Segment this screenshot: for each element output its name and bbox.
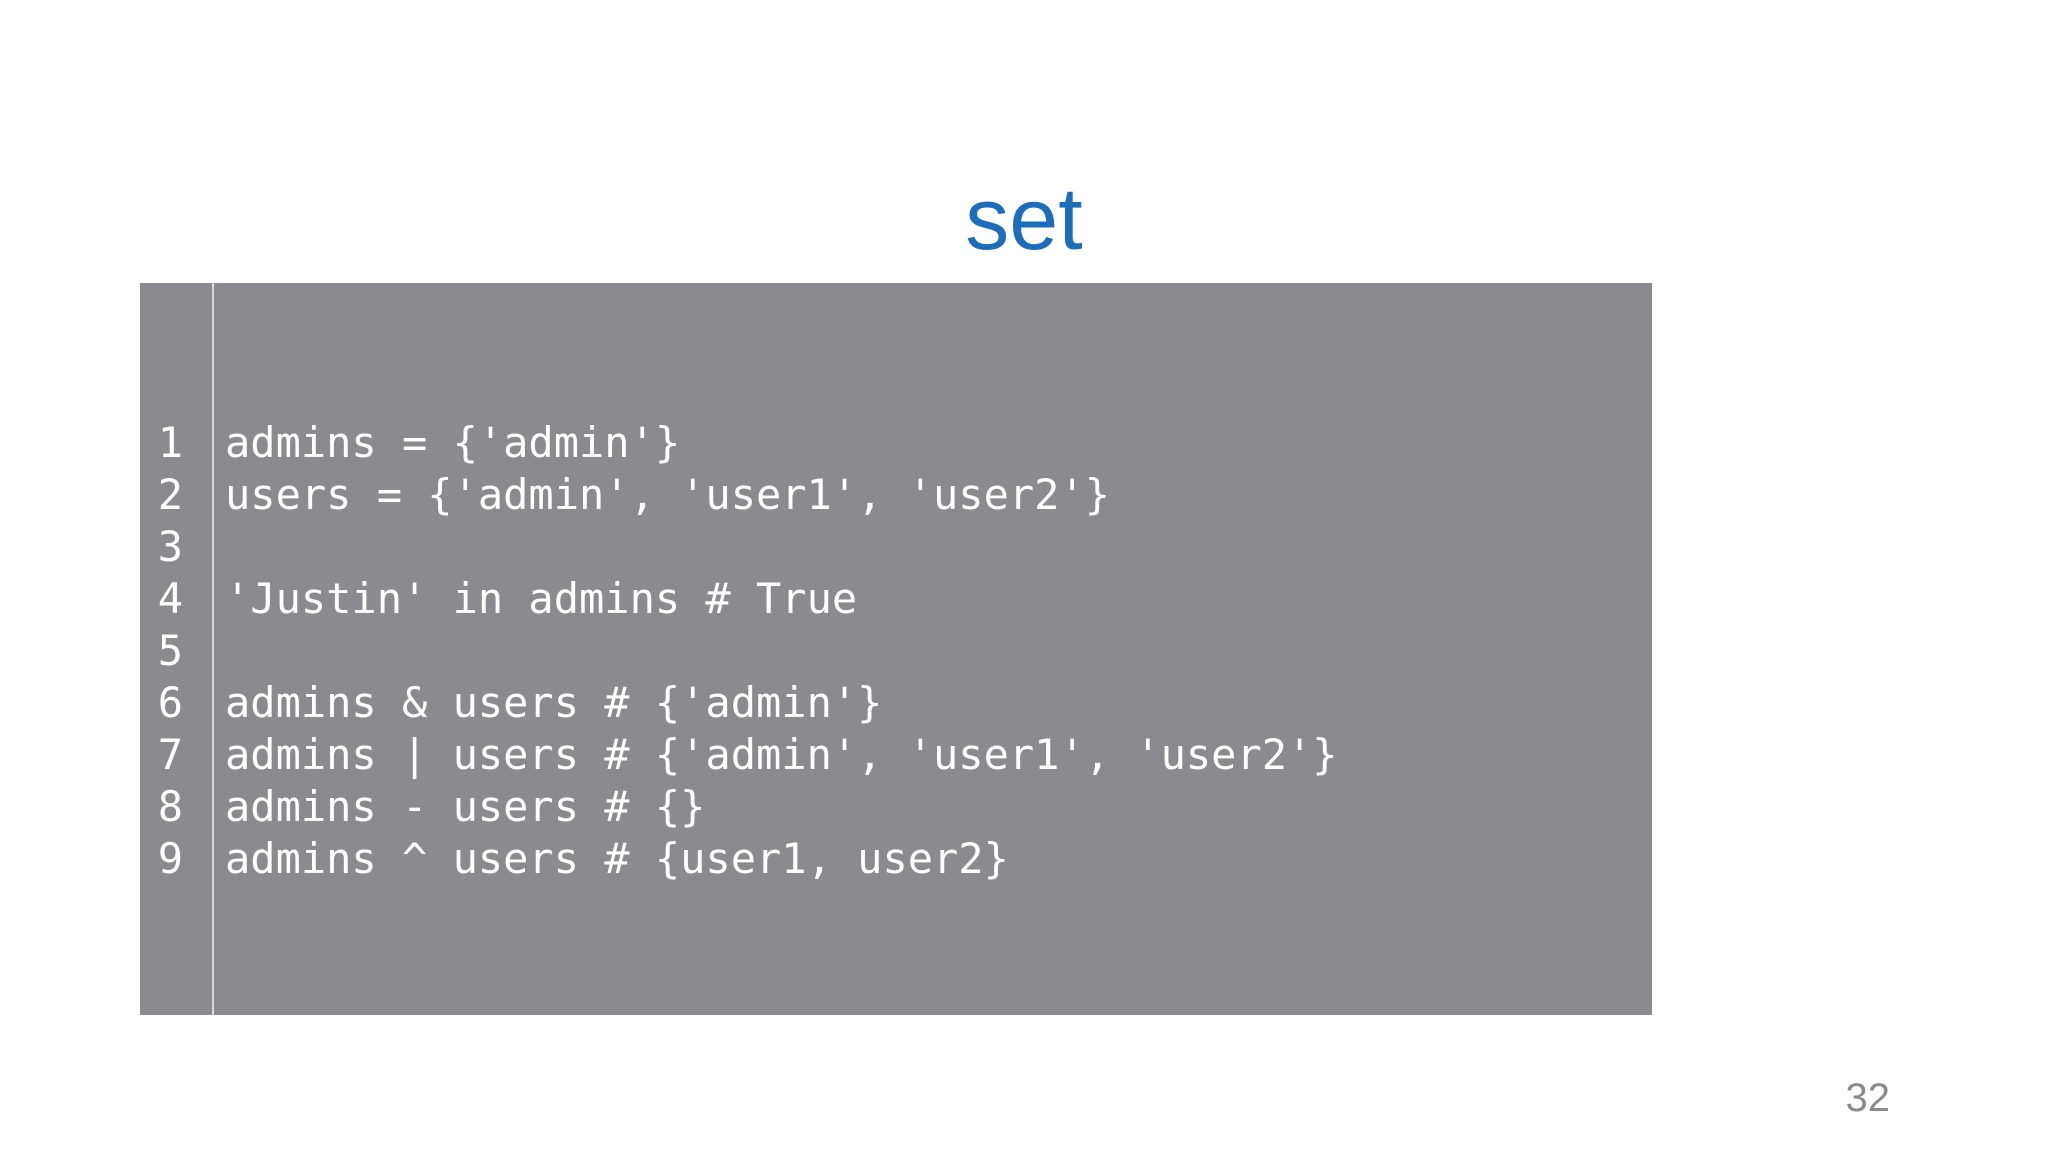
line-number: 2 [157, 470, 183, 519]
code-text: users = {'admin', 'user1', 'user2'} [225, 470, 1111, 519]
code-text: admins = {'admin'} [225, 418, 681, 467]
line-number: 7 [157, 730, 183, 779]
code-lines: 1 admins = {'admin'} 2 users = {'admin',… [140, 417, 1652, 885]
line-number: 8 [157, 782, 183, 831]
code-line: 2 users = {'admin', 'user1', 'user2'} [140, 469, 1652, 521]
line-number: 5 [157, 626, 183, 675]
gutter-separator [212, 283, 214, 1015]
code-block: 1 admins = {'admin'} 2 users = {'admin',… [140, 283, 1652, 1015]
code-text: 'Justin' in admins # True [225, 574, 858, 623]
code-text: admins & users # {'admin'} [225, 678, 883, 727]
code-line: 6 admins & users # {'admin'} [140, 677, 1652, 729]
line-number: 6 [157, 678, 183, 727]
page-number: 32 [1845, 1076, 1891, 1120]
code-line: 9 admins ^ users # {user1, user2} [140, 833, 1652, 885]
code-line: 5 [140, 625, 1652, 677]
line-number: 1 [157, 418, 183, 467]
line-number: 9 [157, 834, 183, 883]
slide-title: set [965, 168, 1083, 268]
code-line: 4 'Justin' in admins # True [140, 573, 1652, 625]
code-text: admins - users # {} [225, 782, 706, 831]
code-text: admins ^ users # {user1, user2} [225, 834, 1009, 883]
code-line: 8 admins - users # {} [140, 781, 1652, 833]
code-text: admins | users # {'admin', 'user1', 'use… [225, 730, 1338, 779]
code-line: 7 admins | users # {'admin', 'user1', 'u… [140, 729, 1652, 781]
code-line: 3 [140, 521, 1652, 573]
line-number: 3 [157, 522, 183, 571]
line-number: 4 [157, 574, 183, 623]
code-line: 1 admins = {'admin'} [140, 417, 1652, 469]
